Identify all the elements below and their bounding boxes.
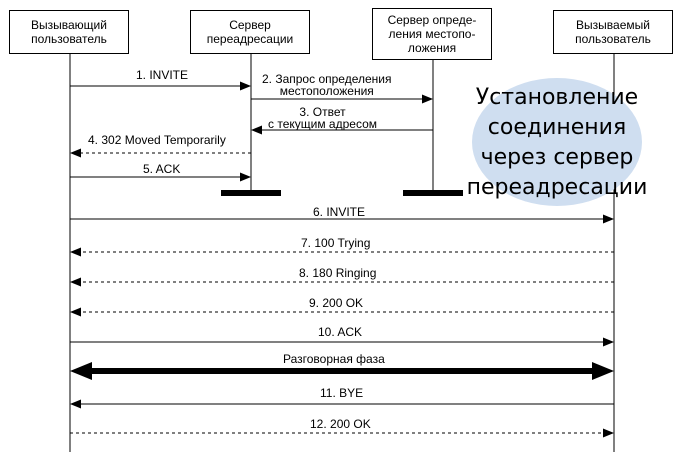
participant-caller: Вызывающий пользователь: [9, 10, 129, 54]
activation-bar-location: [403, 190, 463, 196]
message-7-label: 7. 100 Trying: [301, 236, 371, 250]
talk-phase-arrowhead-left: [70, 362, 92, 380]
message-8-label: 8. 180 Ringing: [299, 266, 377, 280]
message-4-label: 4. 302 Moved Temporarily: [88, 133, 226, 147]
message-9-arrowhead: [70, 307, 81, 317]
participant-callee: Вызываемый пользователь: [553, 10, 673, 54]
message-6-label: 6. INVITE: [313, 205, 366, 219]
message-5-arrowhead: [240, 172, 251, 182]
message-11-label: 11. BYE: [320, 386, 364, 400]
talk-phase-arrowhead-right: [592, 362, 614, 380]
message-2-label: 2. Запрос определения местоположения: [262, 72, 392, 98]
participant-redirect-server: Сервер переадресации: [190, 10, 310, 54]
callout-text: Установление соединения через сервер пер…: [466, 85, 648, 200]
message-10-label: 10. ACK: [318, 325, 363, 339]
message-3-label: 3. Ответ с текущим адресом: [268, 105, 377, 131]
message-4-arrowhead: [70, 148, 81, 158]
message-8-arrowhead: [70, 277, 81, 287]
message-12-arrowhead: [70, 399, 81, 409]
message-10-arrowhead: [603, 337, 614, 347]
message-1-arrowhead: [240, 81, 251, 91]
message-3-arrowhead: [251, 125, 262, 135]
talk-phase-label: Разговорная фаза: [283, 352, 385, 366]
message-9-label: 9. 200 OK: [309, 296, 364, 310]
participant-location-server: Сервер опреде- ления местопо- ложения: [372, 8, 492, 60]
callout-bubble: [472, 78, 642, 206]
message-13-arrowhead: [603, 428, 614, 438]
message-1-label: 1. INVITE: [136, 68, 189, 82]
activation-bar-redirect: [221, 190, 281, 196]
message-12-label: 12. 200 OK: [310, 417, 371, 431]
message-7-arrowhead: [70, 247, 81, 257]
message-5-label: 5. ACK: [143, 162, 181, 176]
message-6-arrowhead: [603, 214, 614, 224]
message-2-arrowhead: [422, 94, 433, 104]
